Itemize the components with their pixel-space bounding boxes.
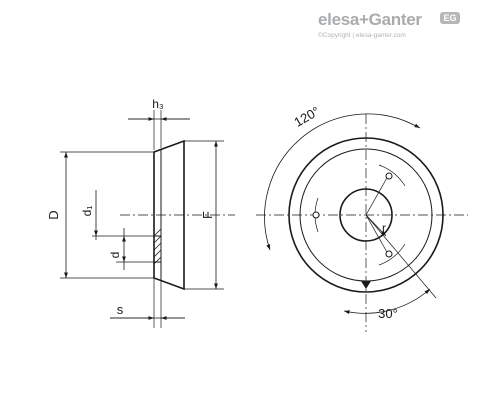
angle-120-arc (264, 113, 415, 251)
hole-lower (385, 250, 393, 258)
label-d: d (108, 252, 122, 259)
brand-name: elesa+Ganter (318, 10, 422, 29)
label-s: s (117, 302, 124, 317)
label-angle-30: 30° (378, 306, 398, 321)
front-holes (312, 172, 393, 258)
angle-30-arc (343, 288, 431, 315)
label-D: D (46, 210, 61, 219)
front-view (256, 113, 468, 332)
pitch-arc-lower (378, 243, 406, 266)
label-angle-120: 120° (291, 103, 322, 129)
bore-circle (339, 188, 393, 242)
brand-badge: EG (440, 12, 460, 24)
brand-logo: elesa+Ganter EG ©Copyright | elesa-gante… (318, 10, 488, 42)
side-hatch (153, 228, 162, 265)
radius-line-upper (365, 175, 389, 216)
label-h3: h₃ (152, 97, 164, 111)
pitch-arc-upper (378, 164, 406, 187)
brand-copyright: ©Copyright | elesa-ganter.com (318, 32, 406, 39)
hole-left (312, 211, 320, 219)
label-d1: d₁ (80, 206, 94, 217)
angle-30-ref-line (365, 214, 437, 299)
radius-line-lower (365, 214, 389, 255)
label-F: F (200, 211, 215, 219)
side-view (60, 110, 235, 328)
label-r: r (382, 221, 386, 235)
orientation-marker (361, 281, 371, 289)
hole-upper (385, 172, 393, 180)
